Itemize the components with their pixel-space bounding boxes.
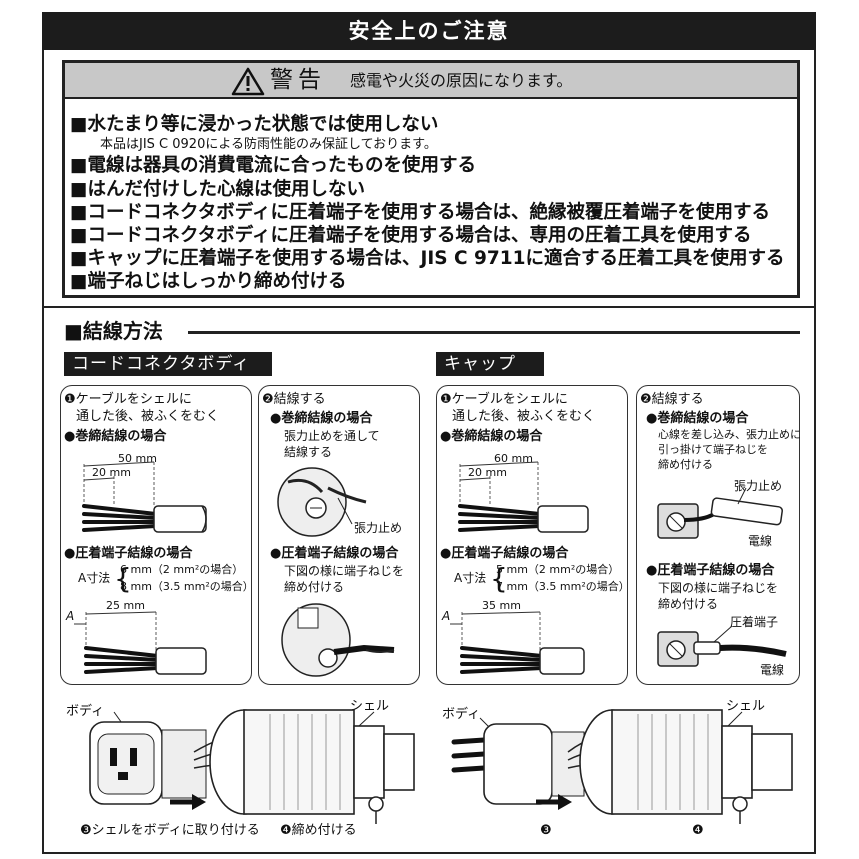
cap-a-label: A寸法 bbox=[454, 571, 487, 585]
cap-cable-crimp-illustration bbox=[450, 611, 585, 675]
cap-dim-inner: 20 mm bbox=[468, 466, 507, 479]
body-step2-crimp-d2: 締め付ける bbox=[284, 580, 345, 594]
body-step2-winding-d2: 結線する bbox=[284, 445, 333, 459]
body-cable-stripped-illustration bbox=[82, 461, 207, 533]
body-a-mark: A bbox=[66, 609, 75, 623]
page-title: 安全上のご注意 bbox=[42, 12, 816, 50]
body-crimp-label: ●圧着端子結線の場合 bbox=[64, 546, 193, 561]
warning-description: 感電や火災の原因になります。 bbox=[350, 71, 573, 90]
rule-6: ■キャップに圧着端子を使用する場合は、JIS C 9711に適合する圧着工具を使… bbox=[70, 248, 785, 269]
body-step2-crimp: ●圧着端子結線の場合 bbox=[270, 546, 399, 561]
rule-5: ■コードコネクタボディに圧着端子を使用する場合は、専用の圧着工具を使用する bbox=[70, 225, 752, 246]
body-step2-winding-d1: 張力止めを通して bbox=[284, 429, 380, 443]
cap-dim-crimp: 35 mm bbox=[482, 599, 521, 612]
cap-wire: 電線 bbox=[748, 534, 773, 548]
cap-step2-winding-d3: 締め付ける bbox=[658, 458, 713, 471]
cap-step1-panel bbox=[436, 385, 628, 685]
cap-step3: ❸ bbox=[540, 823, 552, 838]
cap-strain-relief: 張力止め bbox=[734, 479, 783, 493]
body-cable-crimp-illustration bbox=[74, 611, 207, 675]
cap-label-shell: シェル bbox=[726, 699, 766, 714]
body-a-opt2: 8 mm（3.5 mm²の場合） bbox=[120, 580, 254, 593]
cap-step1-title: ❶ケーブルをシェルに bbox=[440, 392, 568, 407]
body-label-body: ボディ bbox=[66, 704, 105, 719]
body-step1-panel bbox=[60, 385, 252, 685]
cap-step2-winding-d1: 心線を差し込み、張力止めに bbox=[658, 428, 801, 441]
body-dim-crimp: 25 mm bbox=[106, 599, 145, 612]
body-dim-outer: 50 mm bbox=[118, 452, 157, 465]
cap-a-opt2: 7 mm（3.5 mm²の場合） bbox=[496, 580, 630, 593]
body-step2-title: ❷結線する bbox=[262, 392, 326, 407]
cap-step2-winding-d2: 引っ掛けて端子ねじを bbox=[658, 443, 768, 456]
cap-step4: ❹ bbox=[692, 823, 704, 838]
body-winding-label: ●巻締結線の場合 bbox=[64, 429, 167, 444]
body-strain-relief: 張力止め bbox=[354, 521, 403, 535]
cap-step2-panel bbox=[636, 385, 800, 685]
body-step2-panel bbox=[258, 385, 420, 685]
section-title-rule bbox=[188, 331, 800, 334]
cap-dim-outer: 60 mm bbox=[494, 452, 533, 465]
warning-triangle-icon bbox=[231, 67, 265, 96]
body-winding-illustration bbox=[277, 467, 367, 537]
body-dim-inner: 20 mm bbox=[92, 466, 131, 479]
cap-step2-winding: ●巻締結線の場合 bbox=[646, 411, 749, 426]
rule-3: ■はんだ付けした心線は使用しない bbox=[70, 179, 365, 200]
cap-a-mark: A bbox=[442, 609, 451, 623]
cap-label-body: ボディ bbox=[442, 707, 481, 722]
cap-step2-crimp-d2: 締め付ける bbox=[658, 597, 719, 611]
rule-4: ■コードコネクタボディに圧着端子を使用する場合は、絶縁被覆圧着端子を使用する bbox=[70, 202, 770, 223]
body-step2-winding: ●巻締結線の場合 bbox=[270, 411, 373, 426]
cap-step2-crimp: ●圧着端子結線の場合 bbox=[646, 563, 775, 578]
warning-box bbox=[62, 60, 800, 298]
cap-a-brace: { bbox=[490, 562, 508, 595]
body-a-brace: { bbox=[114, 562, 132, 595]
section-title: ■結線方法 bbox=[64, 319, 163, 343]
body-crimp-illustration bbox=[281, 603, 395, 677]
cap-step2-title: ❷結線する bbox=[640, 392, 704, 407]
rule-1: ■水たまり等に浸かった状態では使用しない bbox=[70, 114, 439, 135]
cap-winding-illustration bbox=[657, 487, 783, 539]
body-a-label: A寸法 bbox=[78, 571, 111, 585]
body-assembly-illustration bbox=[89, 709, 415, 824]
cap-a-opt1: 5 mm（2 mm²の場合） bbox=[496, 563, 620, 576]
cap-crimp-illustration bbox=[657, 625, 787, 667]
warning-bar bbox=[65, 63, 797, 99]
body-step2-crimp-d1: 下図の様に端子ねじを bbox=[284, 564, 405, 578]
cap-step2-crimp-d1: 下図の様に端子ねじを bbox=[658, 581, 779, 595]
tab-cap: キャップ bbox=[436, 352, 544, 376]
tab-cord-connector-body: コードコネクタボディ bbox=[64, 352, 272, 376]
cap-winding-label: ●巻締結線の場合 bbox=[440, 429, 543, 444]
cap-step1-title2: 通した後、被ふくをむく bbox=[452, 409, 596, 424]
body-step1-title2: 通した後、被ふくをむく bbox=[76, 409, 220, 424]
warning-word: 警告 bbox=[270, 67, 326, 93]
cap-crimp-label: ●圧着端子結線の場合 bbox=[440, 546, 569, 561]
rule-2: ■電線は器具の消費電流に合ったものを使用する bbox=[70, 155, 476, 176]
cap-assembly-illustration bbox=[451, 709, 793, 824]
cap-wire2: 電線 bbox=[760, 663, 785, 677]
body-label-shell: シェル bbox=[350, 699, 390, 714]
body-step3: ❸シェルをボディに取り付ける bbox=[80, 823, 260, 838]
cap-crimp-terminal: 圧着端子 bbox=[730, 615, 779, 629]
body-step1-title: ❶ケーブルをシェルに bbox=[64, 392, 192, 407]
section-divider bbox=[42, 306, 816, 308]
body-a-opt1: 6 mm（2 mm²の場合） bbox=[120, 563, 244, 576]
rule-7: ■端子ねじはしっかり締め付ける bbox=[70, 271, 347, 292]
body-step4: ❹締め付ける bbox=[280, 823, 357, 838]
cap-cable-stripped-illustration bbox=[458, 461, 589, 533]
rule-1-note: 本品はJIS C 0920による防雨性能のみ保証しております。 bbox=[100, 137, 437, 152]
